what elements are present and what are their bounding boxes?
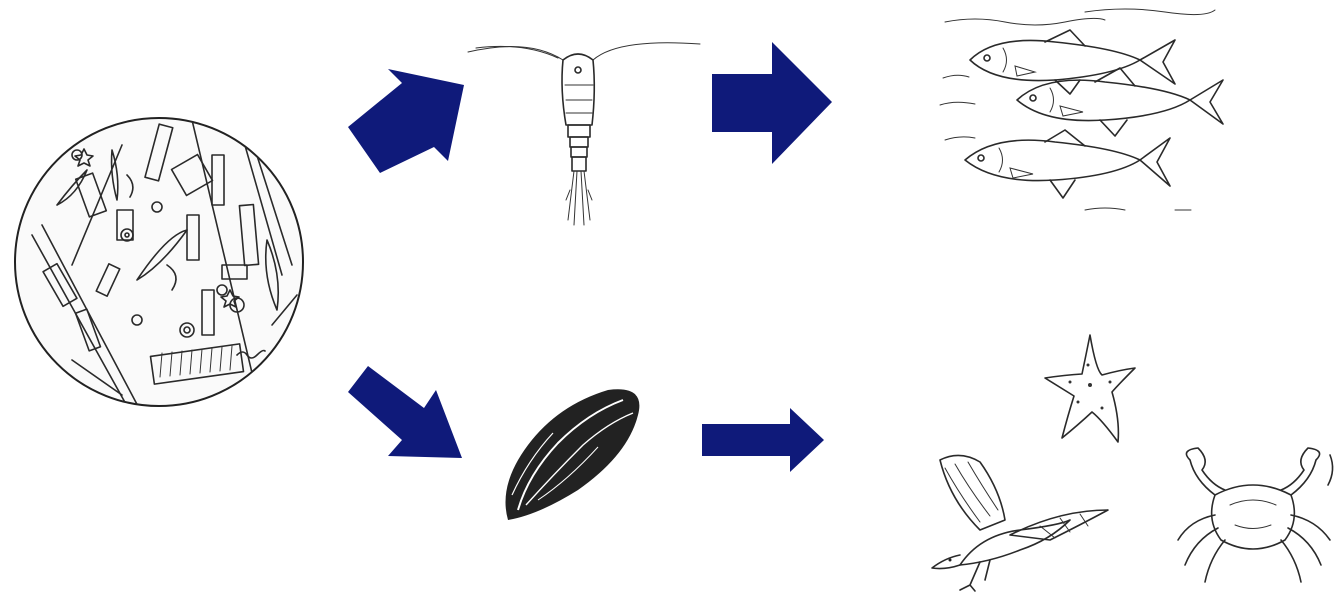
arrow-to-predators bbox=[702, 408, 824, 472]
arrow-to-copepod bbox=[340, 65, 470, 180]
seagull-icon bbox=[920, 450, 1110, 592]
mussel-icon bbox=[498, 385, 648, 523]
copepod-icon bbox=[468, 30, 700, 235]
arrow-to-fish bbox=[712, 42, 834, 164]
fish-school-icon bbox=[935, 0, 1225, 215]
arrow-to-mussel bbox=[340, 360, 470, 465]
crab-icon bbox=[1170, 440, 1336, 590]
phytoplankton-icon bbox=[12, 115, 307, 410]
starfish-icon bbox=[1040, 330, 1140, 450]
